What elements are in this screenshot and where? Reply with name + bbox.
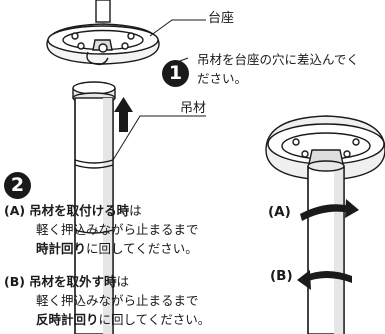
right-pipe xyxy=(307,160,345,334)
instruction-a-line2: 軽く押込みながら止まるまで xyxy=(36,222,199,237)
instruction-b-line3: 反時計回りに回してください。 xyxy=(36,312,211,327)
instruction-a-tag: (A) xyxy=(4,203,26,218)
up-arrow xyxy=(114,97,133,132)
left-ceiling-base xyxy=(46,0,160,66)
instruction-b-direction: 反時計回り xyxy=(36,312,99,327)
label-pipe: 吊材 xyxy=(180,101,207,116)
rotation-arrow-b xyxy=(297,270,352,290)
left-pipe xyxy=(72,81,116,334)
step-2-number: 2 xyxy=(4,172,31,199)
right-ceiling-base xyxy=(265,115,385,181)
instruction-a-title-bold: 吊材を取付ける時 xyxy=(29,203,130,218)
instruction-a-line3: 時計回りに回してください。 xyxy=(36,241,198,256)
instruction-b-line2: 軽く押込みながら止まるまで xyxy=(36,293,199,308)
instruction-b-title: (B) 吊材を取外す時は xyxy=(4,274,129,289)
instruction-b-title-suffix: は xyxy=(116,274,129,289)
step-1-text: 吊材を台座の穴に差込んでください。 xyxy=(197,52,359,86)
instruction-b-title-bold: 吊材を取外す時 xyxy=(28,274,117,289)
instruction-b-tag: (B) xyxy=(4,274,25,289)
instruction-a-line3-rest: に回してください。 xyxy=(86,241,198,256)
rotation-arrow-a xyxy=(300,199,359,221)
instruction-a-title: (A) 吊材を取付ける時は xyxy=(4,203,142,218)
instruction-b-line3-rest: に回してください。 xyxy=(98,312,211,327)
instruction-a-title-suffix: は xyxy=(129,203,142,218)
instruction-a-direction: 時計回り xyxy=(36,241,87,256)
step-1-number: 1 xyxy=(162,60,189,87)
right-label-a: (A) xyxy=(268,204,291,220)
right-label-b: (B) xyxy=(270,268,293,284)
label-base: 台座 xyxy=(208,11,235,26)
